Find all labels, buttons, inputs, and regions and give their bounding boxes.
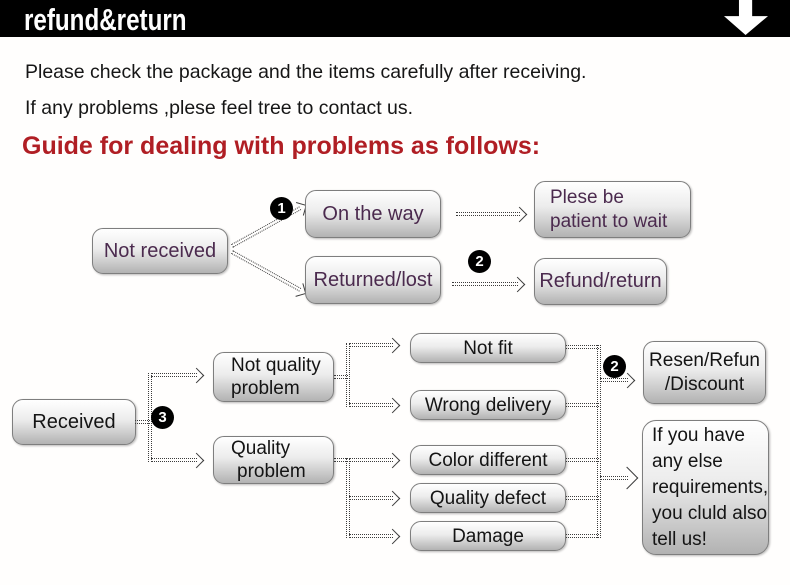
arrow-to-note (600, 476, 628, 480)
node-resen-refun-discount: Resen/Refun /Discount (643, 341, 766, 404)
down-arrow-icon (724, 0, 768, 35)
node-returned-lost: Returned/lost (305, 256, 441, 304)
node-not-quality-problem: Not quality problem (213, 352, 334, 402)
connector-collector-line (597, 345, 601, 538)
connector-wrong-delivery-out (566, 403, 599, 407)
connector-damage-out (566, 534, 599, 538)
arrow-to-quality-defect (349, 496, 393, 500)
connector-received-stub (135, 420, 150, 424)
node-received: Received (12, 399, 136, 445)
arrow-to-quality-problem (151, 458, 197, 462)
node-quality-problem: Quality problem (213, 436, 334, 484)
node-damage: Damage (410, 521, 566, 551)
node-plese-be-patient: Plese be patient to wait (534, 181, 691, 238)
step-badge-2b: 2 (603, 355, 626, 378)
intro-line-2: If any problems ,plese feel tree to cont… (25, 97, 414, 119)
node-not-received: Not received (92, 228, 228, 274)
arrow-to-not-quality-problem (151, 373, 197, 377)
arrow-to-color-different (349, 458, 393, 462)
arrow-not-received-to-returned-lost (231, 250, 302, 292)
node-on-the-way: On the way (305, 190, 441, 238)
arrow-to-resolution (600, 378, 628, 382)
connector-not-quality-split (346, 343, 350, 407)
step-badge-1: 1 (270, 197, 293, 220)
node-wrong-delivery: Wrong delivery (410, 390, 566, 420)
page-title: refund&return (24, 2, 187, 37)
node-refund-return: Refund/return (534, 258, 667, 305)
connector-quality-defect-out (566, 496, 599, 500)
arrow-to-damage (349, 534, 393, 538)
step-badge-3: 3 (151, 406, 174, 429)
node-quality-defect: Quality defect (410, 483, 566, 513)
arrow-on-the-way-to-patient (456, 212, 520, 216)
connector-not-fit-out (566, 345, 599, 349)
arrow-to-wrong-delivery (349, 403, 393, 407)
step-badge-2a: 2 (468, 250, 491, 273)
connector-quality-stub (334, 458, 348, 462)
intro-line-1: Please check the package and the items c… (25, 61, 587, 83)
connector-color-different-out (566, 458, 599, 462)
node-not-fit: Not fit (410, 333, 566, 363)
header-bar: refund&return (0, 0, 790, 37)
arrow-to-not-fit (349, 343, 393, 347)
node-color-different: Color different (410, 445, 566, 475)
guide-heading: Guide for dealing with problems as follo… (22, 132, 541, 160)
arrow-returned-lost-to-refund (452, 282, 518, 286)
connector-not-quality-stub (334, 375, 348, 379)
node-note-requirements: If you have any else requirements, you c… (642, 420, 769, 555)
